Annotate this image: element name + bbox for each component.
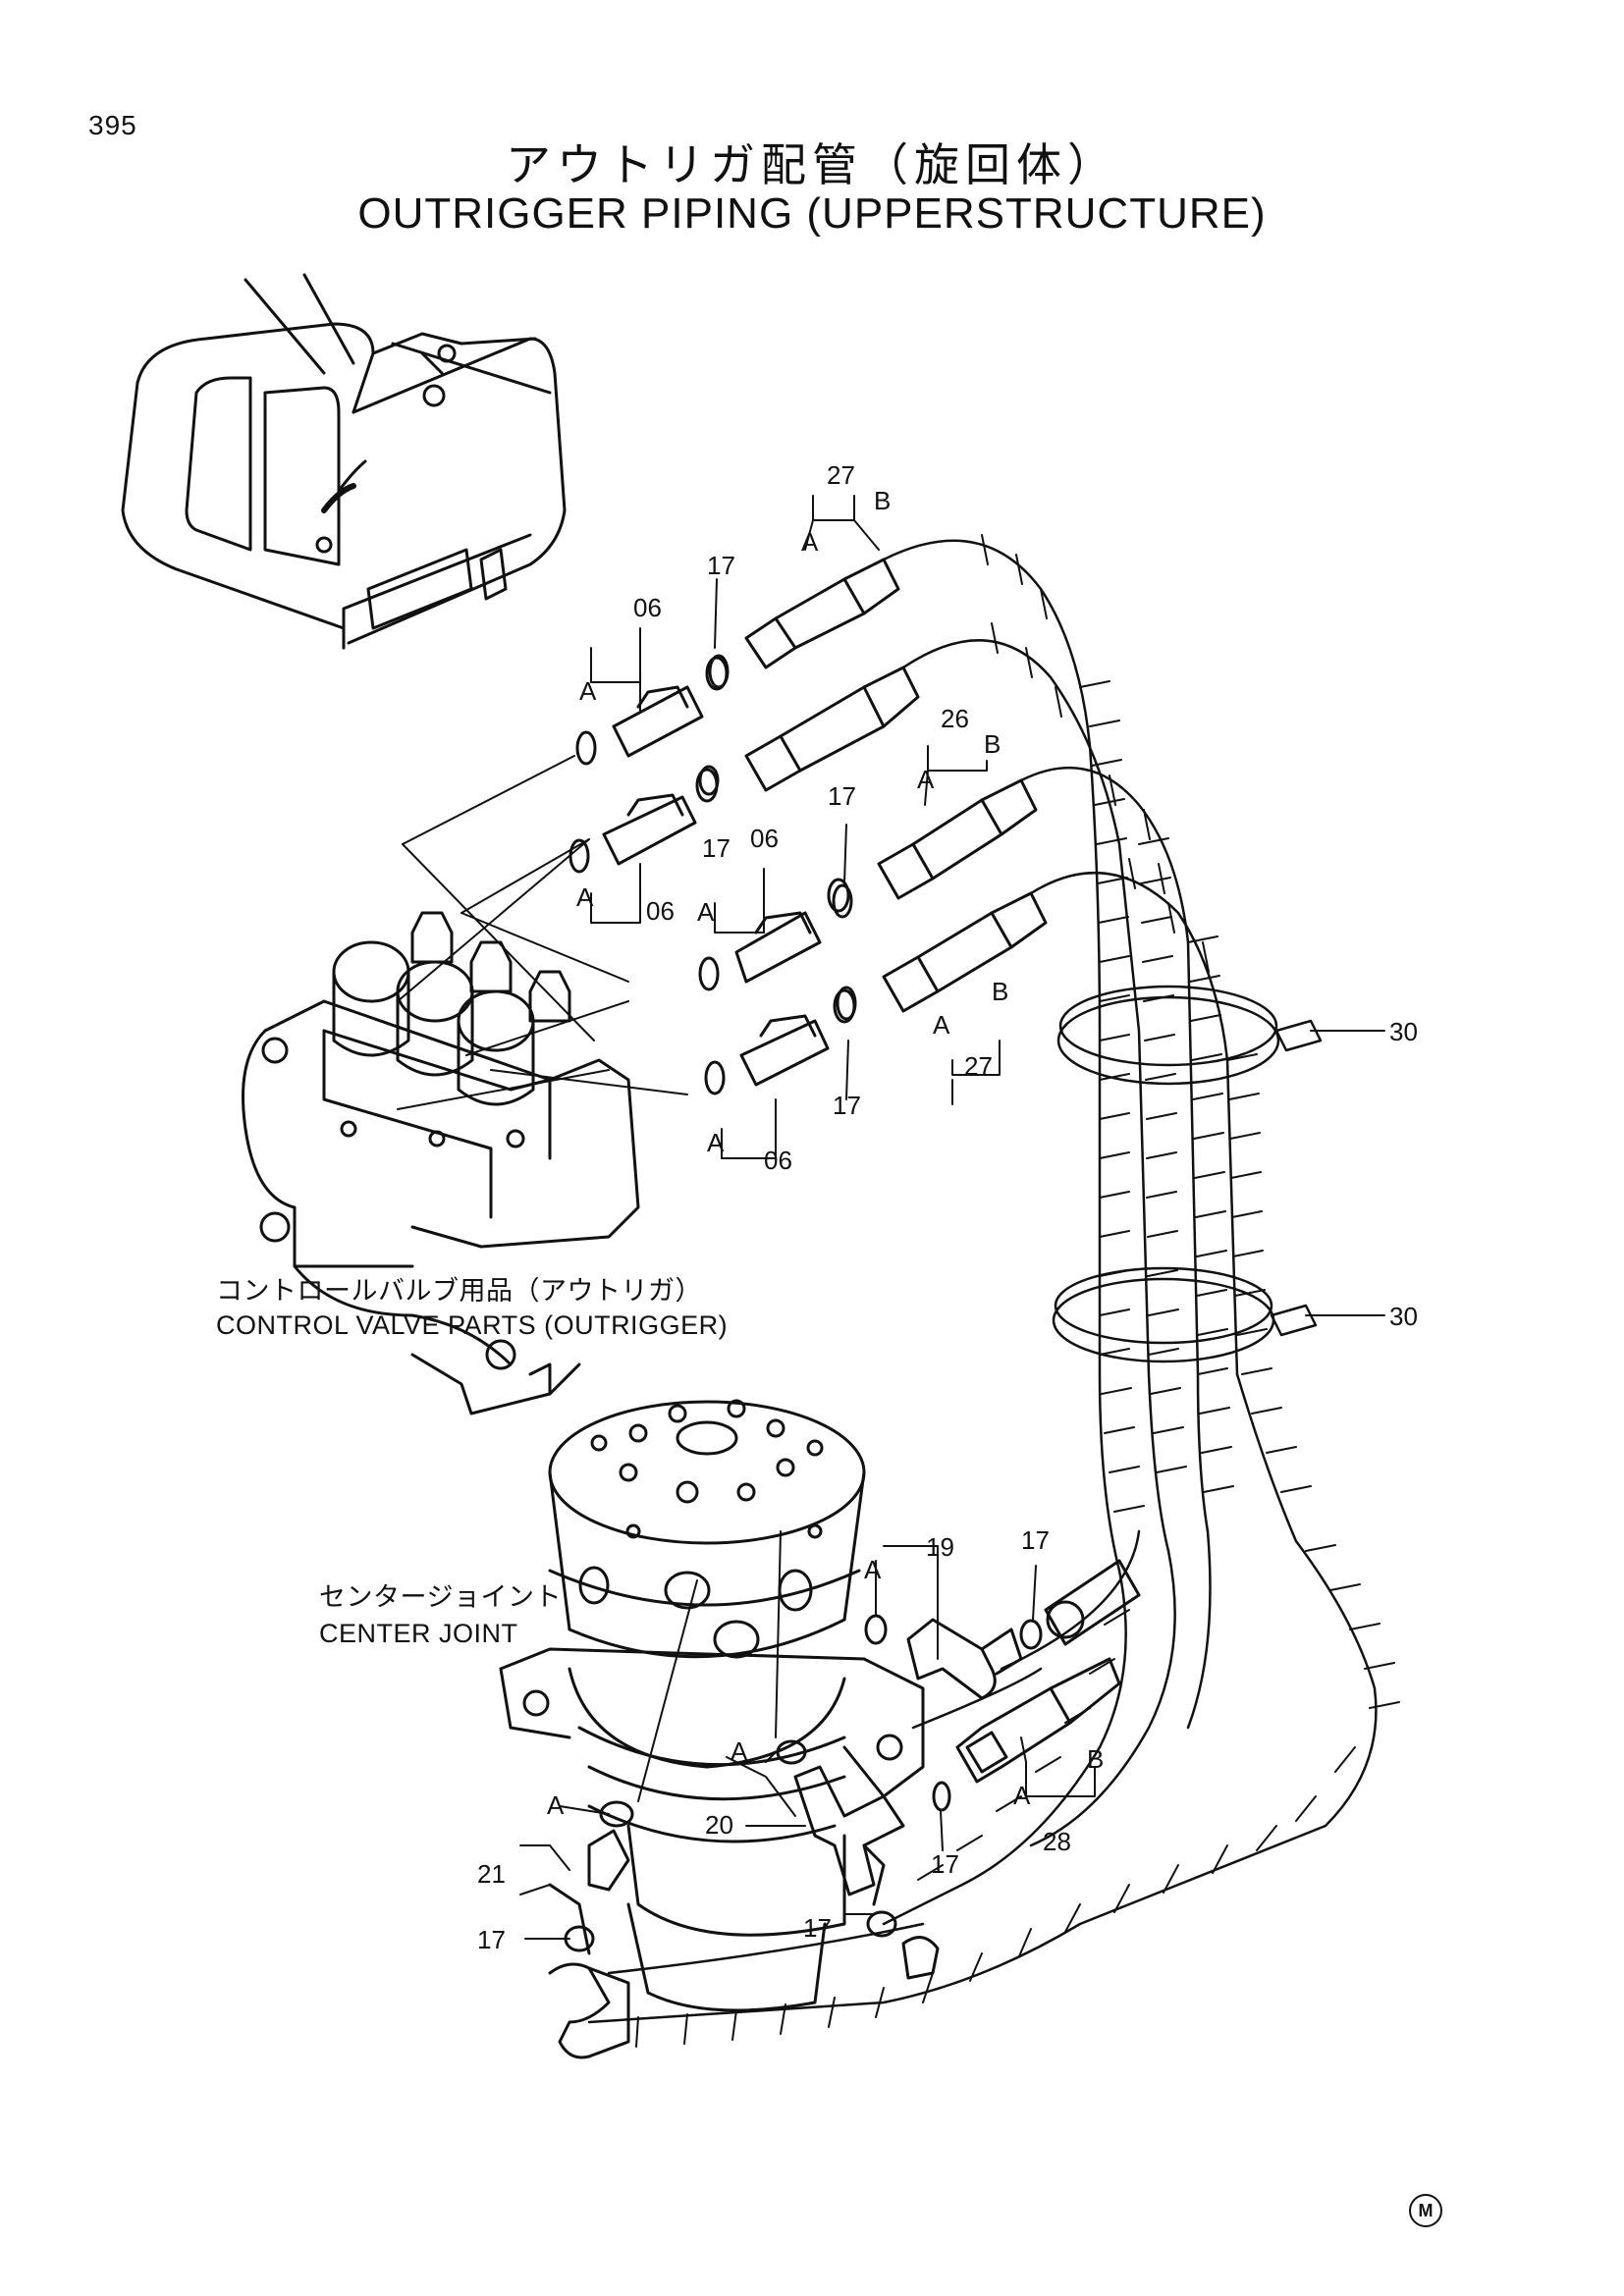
center-joint-note-en: CENTER JOINT [319, 1619, 518, 1648]
callout-b: B [1087, 1744, 1105, 1774]
callout-27: 27 [964, 1051, 993, 1081]
callout-leader-lines [519, 495, 1385, 1940]
callout-a: A [576, 882, 594, 912]
fittings-group [568, 654, 857, 1095]
callout-17: 17 [702, 833, 731, 863]
center-joint-note-jp: センタージョイント [319, 1582, 562, 1613]
callout-a: A [933, 1010, 950, 1040]
callout-17: 17 [707, 551, 735, 580]
center-joint-fittings [548, 1559, 1141, 2059]
page-number: 395 [88, 110, 137, 140]
excavator-cab-illustration [121, 273, 567, 650]
callout-26: 26 [941, 704, 969, 733]
callout-21: 21 [477, 1859, 506, 1889]
callout-17: 17 [1021, 1525, 1050, 1555]
callout-b: B [984, 729, 1001, 759]
callout-a: A [917, 765, 935, 794]
callout-a: A [547, 1790, 565, 1820]
callout-a: A [697, 897, 715, 927]
control-valve-illustration [242, 911, 640, 1415]
callout-17: 17 [833, 1091, 861, 1120]
callout-a: A [731, 1736, 748, 1766]
callout-17: 17 [477, 1925, 506, 1954]
valve-leader-lines [397, 755, 688, 1110]
callout-27: 27 [827, 460, 855, 490]
title-japanese: アウトリガ配管（旋回体） [506, 138, 1118, 191]
callout-a: A [801, 527, 819, 557]
callout-06: 06 [633, 593, 662, 622]
callout-06: 06 [646, 896, 675, 926]
callout-a: A [864, 1555, 882, 1584]
callout-28: 28 [1043, 1827, 1071, 1856]
callout-17: 17 [803, 1913, 832, 1943]
callout-19: 19 [926, 1532, 954, 1562]
control-valve-note-jp: コントロールバルブ用品（アウトリガ） [216, 1276, 702, 1307]
manufacturer-mark: M [1409, 2194, 1442, 2227]
callout-a: A [707, 1128, 725, 1157]
callout-20: 20 [705, 1810, 733, 1840]
title-english: OUTRIGGER PIPING (UPPERSTRUCTURE) [357, 189, 1267, 238]
callout-30: 30 [1389, 1017, 1418, 1046]
callout-17: 17 [931, 1849, 959, 1879]
callout-a: A [1013, 1781, 1031, 1810]
callout-b: B [992, 977, 1009, 1006]
callout-b: B [874, 486, 892, 515]
callout-17: 17 [828, 781, 856, 811]
control-valve-note-en: CONTROL VALVE PARTS (OUTRIGGER) [216, 1310, 729, 1340]
hose-bundle [587, 534, 1400, 2048]
callout-30: 30 [1389, 1302, 1418, 1331]
callout-06: 06 [764, 1146, 792, 1175]
center-joint-illustration [499, 1399, 925, 2012]
callout-a: A [579, 676, 597, 706]
hose-ends-group [744, 558, 1048, 1013]
callout-06: 06 [750, 824, 779, 853]
